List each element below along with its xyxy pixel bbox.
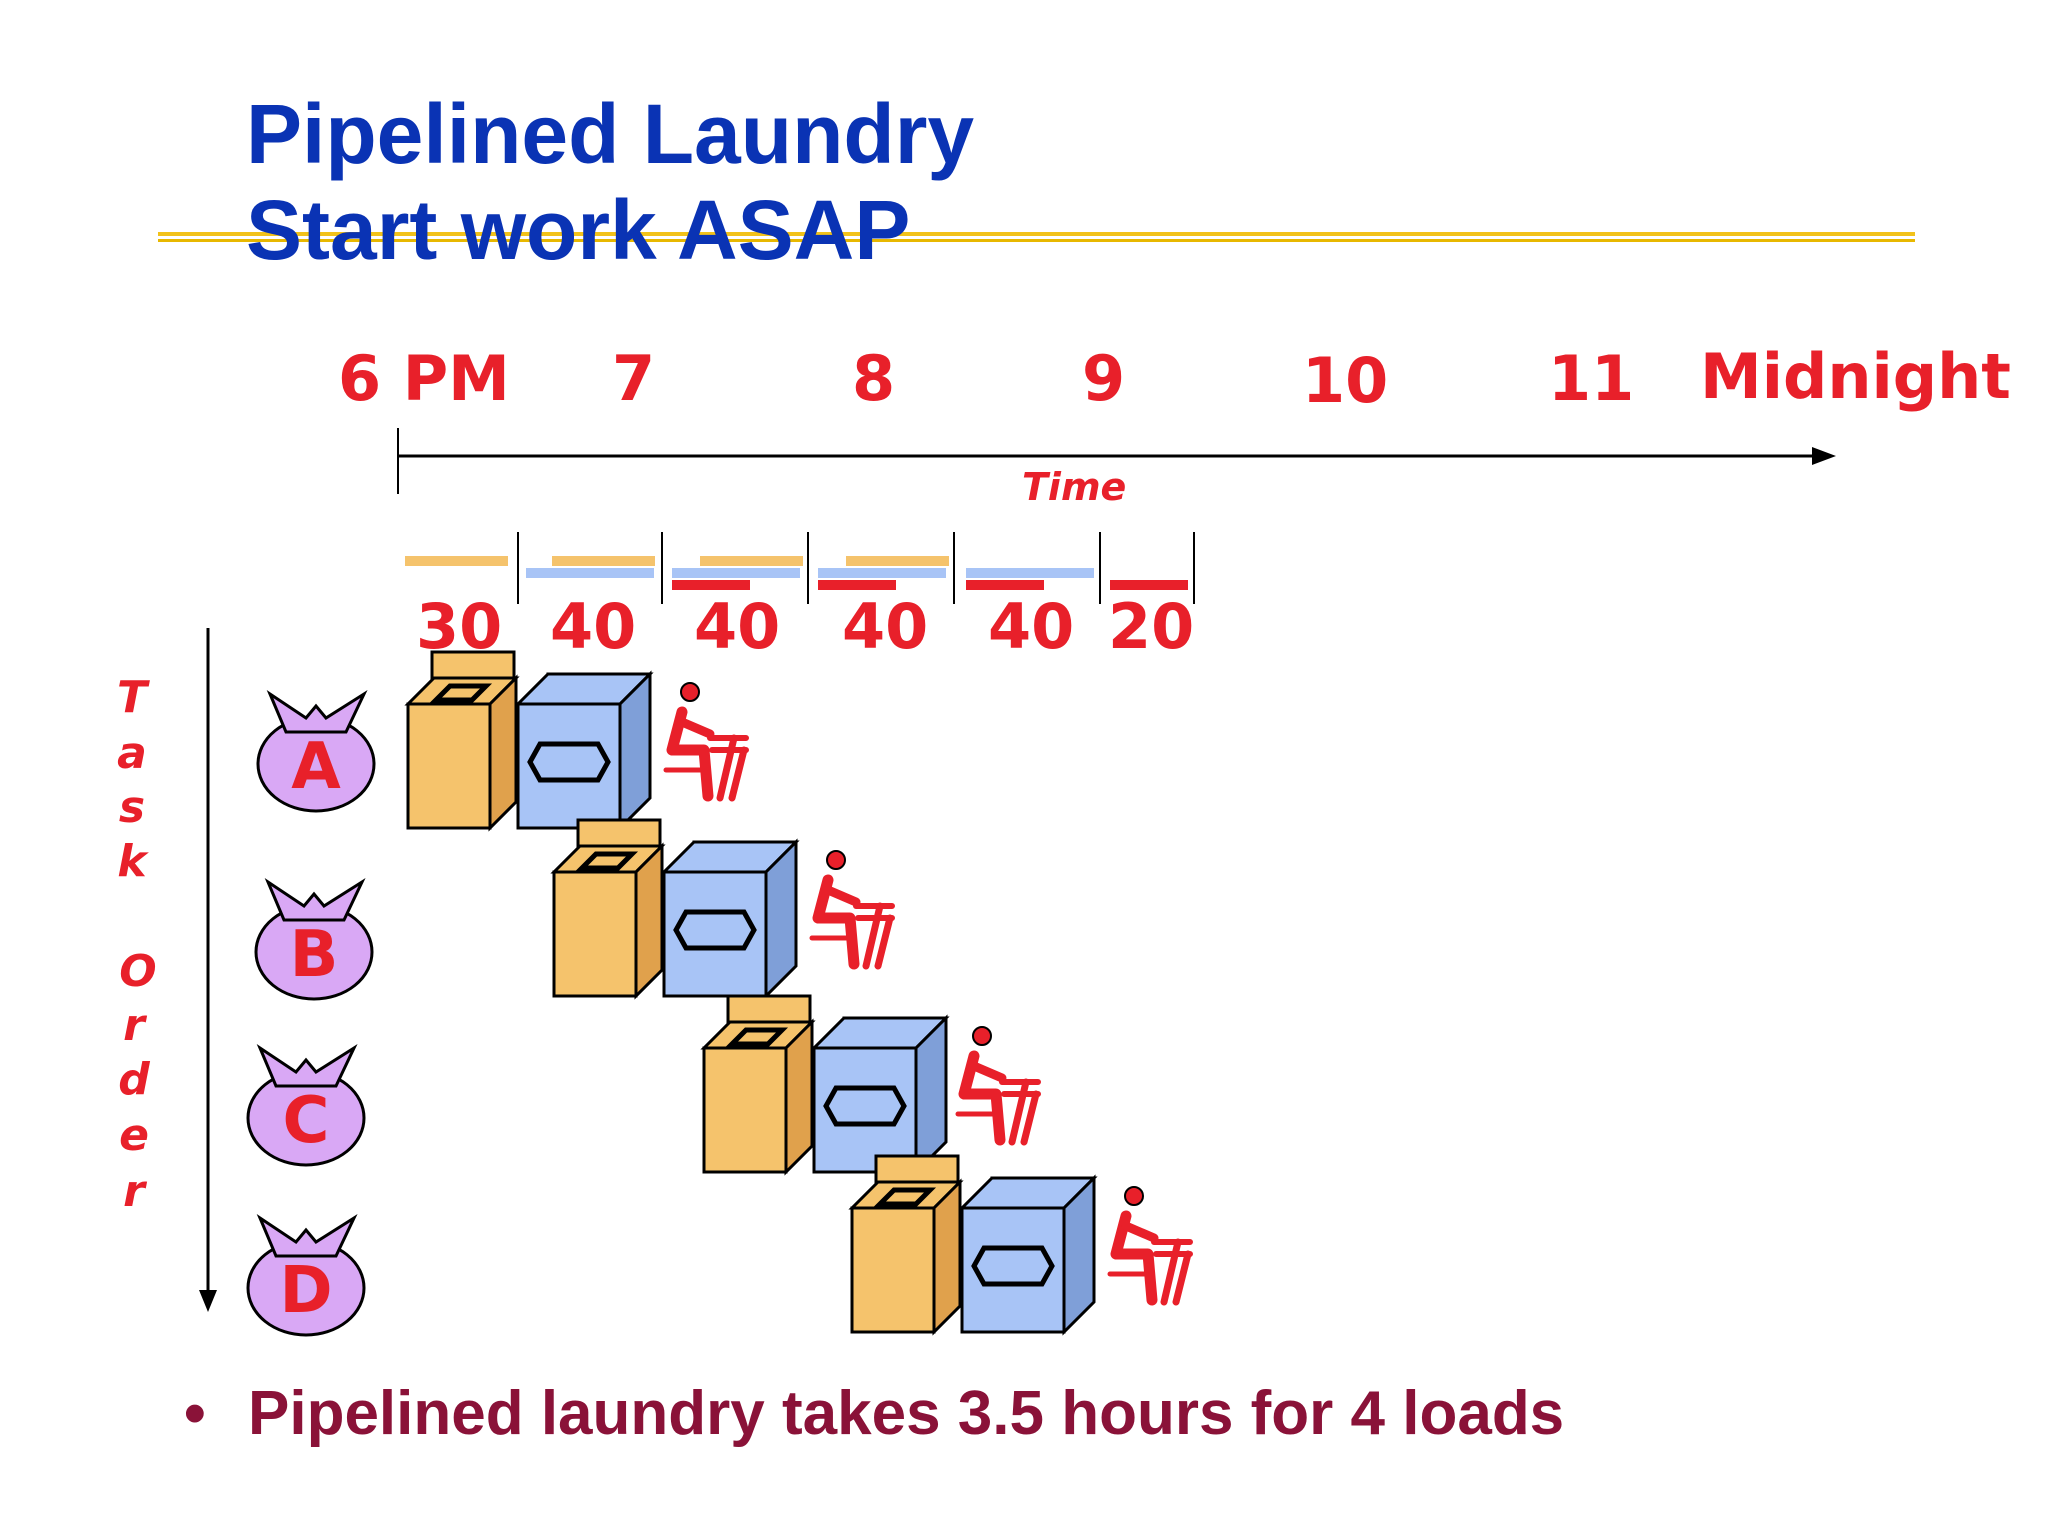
time-label-7: 7	[612, 342, 655, 415]
time-axis	[397, 428, 1836, 494]
summary-text: Pipelined laundry takes 3.5 hours for 4 …	[248, 1379, 1565, 1448]
load-label-a: A	[291, 730, 341, 804]
task-order-letter-4: O	[119, 946, 156, 997]
load-label-b: B	[290, 918, 339, 992]
stage-bars	[405, 532, 1195, 604]
washer-icon	[408, 652, 516, 828]
title-rule	[158, 232, 1915, 236]
time-label-11: 11	[1548, 342, 1634, 415]
task-order-letter-6: d	[118, 1054, 150, 1105]
time-label-8: 8	[852, 342, 895, 415]
task-order-letter-5: r	[123, 1000, 147, 1051]
folding-person-icon	[812, 851, 892, 966]
time-label-9: 9	[1082, 342, 1125, 415]
dryer-icon	[664, 842, 796, 996]
page-subtitle: Start work ASAP	[246, 183, 911, 277]
washer-icon	[554, 820, 662, 996]
time-axis-label: Time	[1022, 465, 1126, 509]
load-label-d: D	[279, 1254, 332, 1328]
task-order-letter-1: a	[117, 728, 147, 779]
dryer-icon	[814, 1018, 946, 1172]
duration-1: 40	[550, 590, 636, 663]
duration-2: 40	[694, 590, 780, 663]
duration-5: 20	[1108, 590, 1194, 663]
duration-4: 40	[988, 590, 1074, 663]
summary-bullet: •Pipelined laundry takes 3.5 hours for 4…	[184, 1383, 1564, 1445]
load-row-c: C	[246, 996, 1038, 1172]
bullet-icon: •	[184, 1379, 206, 1448]
task-order-axis	[199, 628, 217, 1312]
folding-person-icon	[666, 683, 746, 798]
task-order-letter-0: T	[117, 672, 150, 723]
task-order-letter-3: k	[117, 836, 149, 887]
time-label-6pm: 6 PM	[338, 342, 510, 415]
title-rule-lower	[158, 239, 1915, 242]
load-row-d: D	[246, 1156, 1190, 1337]
time-label-midnight: Midnight	[1700, 340, 2011, 413]
time-label-10: 10	[1302, 344, 1388, 417]
task-order-letter-8: r	[123, 1166, 147, 1217]
load-row-b: B	[254, 820, 892, 1001]
folding-person-icon	[1110, 1187, 1190, 1302]
load-label-c: C	[283, 1084, 330, 1158]
load-row-a: A	[256, 652, 746, 828]
task-order-label: T a s k O r d e r	[117, 672, 157, 1217]
task-order-letter-7: e	[119, 1110, 149, 1161]
dryer-icon	[962, 1178, 1094, 1332]
page-title: Pipelined Laundry	[246, 87, 975, 181]
duration-3: 40	[842, 590, 928, 663]
washer-icon	[704, 996, 812, 1172]
washer-icon	[852, 1156, 960, 1332]
dryer-icon	[518, 674, 650, 828]
task-order-letter-2: s	[119, 782, 145, 833]
folding-person-icon	[958, 1027, 1038, 1142]
